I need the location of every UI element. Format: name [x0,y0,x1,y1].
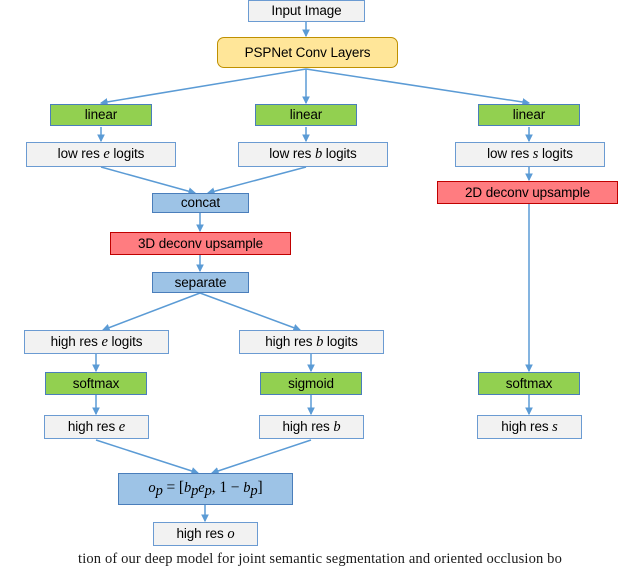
node-low-res-b-logits[interactable]: low res b logits [238,142,388,167]
node-pspnet-label: PSPNet Conv Layers [244,44,371,60]
node-3d-deconv-upsample[interactable]: 3D deconv upsample [110,232,291,255]
node-linear-middle-label: linear [289,107,323,123]
node-output-formula-text: op = [bpep, 1 − bp] [148,478,263,499]
node-softmax-right[interactable]: softmax [478,372,580,395]
node-input-image-label: Input Image [271,3,342,19]
node-linear-left-label: linear [84,107,118,123]
node-high-res-o-label: high res o [176,525,235,542]
figure-caption-text: tion of our deep model for joint semanti… [78,551,562,567]
node-high-res-o[interactable]: high res o [153,522,258,546]
figure-caption: tion of our deep model for joint semanti… [0,549,640,569]
node-linear-right[interactable]: linear [478,104,580,126]
node-low-res-s-logits[interactable]: low res s logits [455,142,605,167]
node-sigmoid-middle-label: sigmoid [288,375,334,391]
node-high-res-e-label: high res e [67,418,126,435]
node-linear-left[interactable]: linear [50,104,152,126]
node-high-res-b-logits[interactable]: high res b logits [239,330,384,354]
node-sigmoid-middle[interactable]: sigmoid [260,372,362,395]
node-high-res-e-logits-label: high res e logits [50,333,143,350]
node-high-res-b-label: high res b [282,418,341,435]
node-3d-deconv-label: 3D deconv upsample [137,235,264,251]
node-high-res-e-logits[interactable]: high res e logits [24,330,169,354]
node-high-res-b[interactable]: high res b [259,415,364,439]
node-high-res-e[interactable]: high res e [44,415,149,439]
node-high-res-s-label: high res s [501,418,558,435]
node-low-res-e-logits-label: low res e logits [57,146,145,163]
node-concat-label: concat [180,195,221,211]
node-linear-right-label: linear [512,107,546,123]
node-2d-deconv-label: 2D deconv upsample [464,184,591,200]
node-concat[interactable]: concat [152,193,249,213]
node-high-res-b-logits-label: high res b logits [265,333,358,350]
node-separate[interactable]: separate [152,272,249,293]
node-pspnet-conv-layers[interactable]: PSPNet Conv Layers [217,37,398,68]
node-output-formula[interactable]: op = [bpep, 1 − bp] [118,473,293,505]
node-low-res-b-logits-label: low res b logits [269,146,357,163]
node-softmax-right-label: softmax [505,375,553,391]
node-softmax-left-label: softmax [72,375,120,391]
node-low-res-e-logits[interactable]: low res e logits [26,142,176,167]
node-input-image[interactable]: Input Image [248,0,365,22]
node-softmax-left[interactable]: softmax [45,372,147,395]
node-low-res-s-logits-label: low res s logits [487,146,573,163]
node-separate-label: separate [174,274,227,290]
node-high-res-s[interactable]: high res s [477,415,582,439]
node-2d-deconv-upsample[interactable]: 2D deconv upsample [437,181,618,204]
node-linear-middle[interactable]: linear [255,104,357,126]
